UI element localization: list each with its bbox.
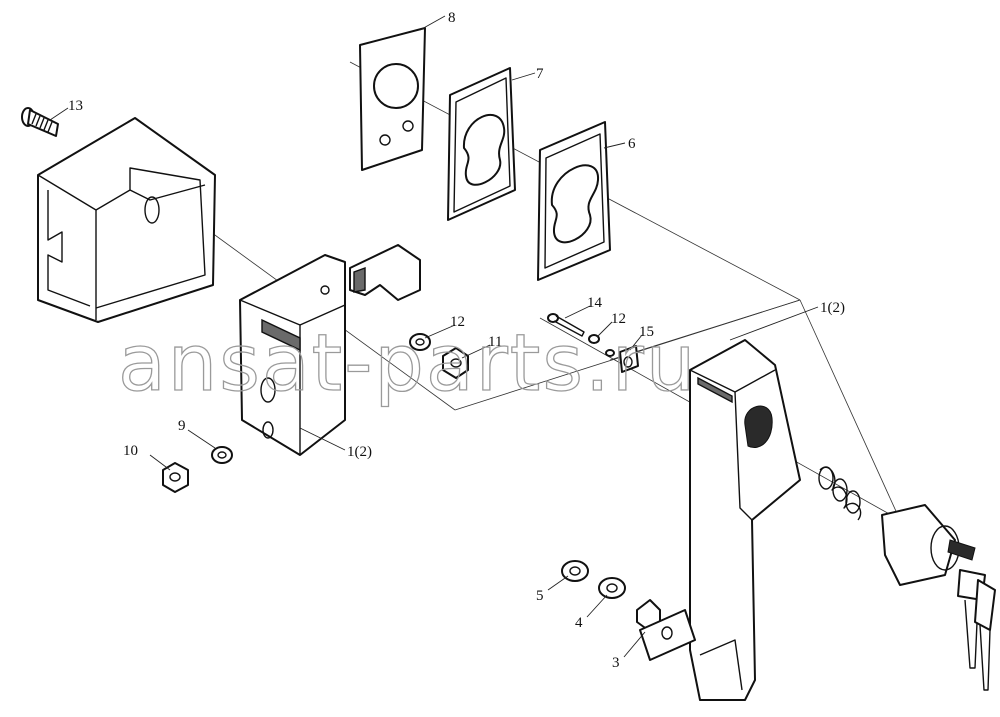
callout-1-right: 1(2): [820, 300, 845, 316]
spring: [818, 466, 862, 521]
keys: [957, 569, 996, 691]
lock-cylinder: [881, 504, 976, 586]
callout-13: 13: [68, 98, 83, 114]
callout-3: 3: [612, 655, 620, 671]
callout-11: 11: [488, 334, 502, 350]
bushing-part-15: [619, 345, 639, 373]
watermark-text: ansat-parts.ru: [118, 319, 697, 409]
screw-part-14: [547, 313, 585, 337]
washer-part-9: [211, 446, 233, 464]
handle-part-1-right: [689, 339, 801, 701]
gasket-part-7: [447, 67, 516, 221]
washer-part-4: [598, 577, 626, 599]
callout-15: 15: [639, 324, 654, 340]
callout-10: 10: [123, 443, 138, 459]
washer-part-12-right: [588, 334, 600, 344]
callout-5: 5: [536, 588, 544, 604]
callout-12-left: 12: [450, 314, 465, 330]
small-washer-right: [605, 349, 615, 357]
latch-body-part-1-left: [239, 244, 421, 456]
nut-part-11: [442, 347, 469, 379]
callout-12-right: 12: [611, 311, 626, 327]
cam-part-3: [636, 599, 696, 661]
gasket-part-8: [359, 27, 426, 171]
callout-6: 6: [628, 136, 636, 152]
callout-1-left: 1(2): [347, 444, 372, 460]
callout-8: 8: [448, 10, 456, 26]
callout-4: 4: [575, 615, 583, 631]
callout-9: 9: [178, 418, 186, 434]
nut-part-10: [162, 462, 189, 493]
washer-part-5: [561, 560, 589, 582]
screw-part-13: [21, 107, 59, 137]
callout-14: 14: [587, 295, 603, 311]
callout-labels: 8 7 6 13 1(2) 14 12 15 12 11 9 10 1(2) 5…: [68, 10, 845, 671]
leader-lines: [49, 15, 819, 658]
cover-box: [37, 117, 216, 323]
gasket-part-6: [537, 121, 611, 281]
callout-7: 7: [536, 66, 544, 82]
